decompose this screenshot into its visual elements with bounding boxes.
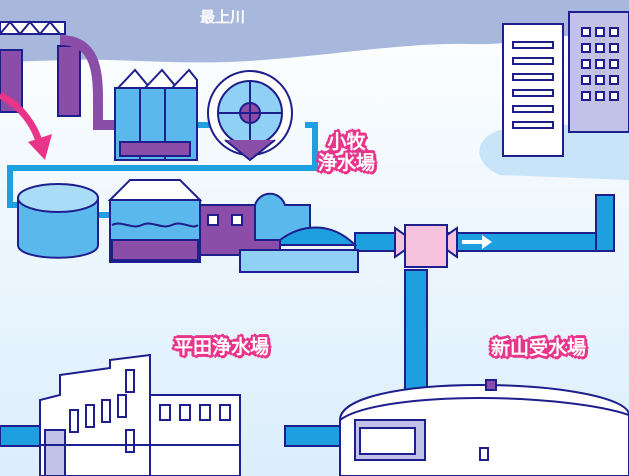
river-label: 最上川	[200, 8, 246, 26]
city-buildings	[502, 11, 629, 157]
hirata-plant-label: 平田浄水場	[174, 336, 270, 358]
komaki-buildings	[199, 192, 359, 273]
sedimentation-tank	[114, 68, 198, 161]
cylinder-tank	[17, 183, 99, 259]
hirata-building	[39, 353, 241, 476]
flow-arrowhead	[28, 134, 52, 160]
filtration-basin	[107, 179, 203, 263]
flow-arrow-white	[462, 235, 492, 249]
river	[0, 0, 629, 63]
komaki-label-line1: 小牧	[327, 131, 366, 153]
shinzan-building	[339, 379, 629, 476]
round-filter	[207, 70, 293, 162]
pipe-junction	[394, 224, 458, 268]
komaki-plant-label: 小牧 浄水場	[318, 132, 375, 174]
komaki-label-line2: 浄水場	[318, 151, 376, 174]
intake-bridge	[0, 20, 115, 130]
shinzan-station-label: 新山受水場	[491, 337, 587, 359]
